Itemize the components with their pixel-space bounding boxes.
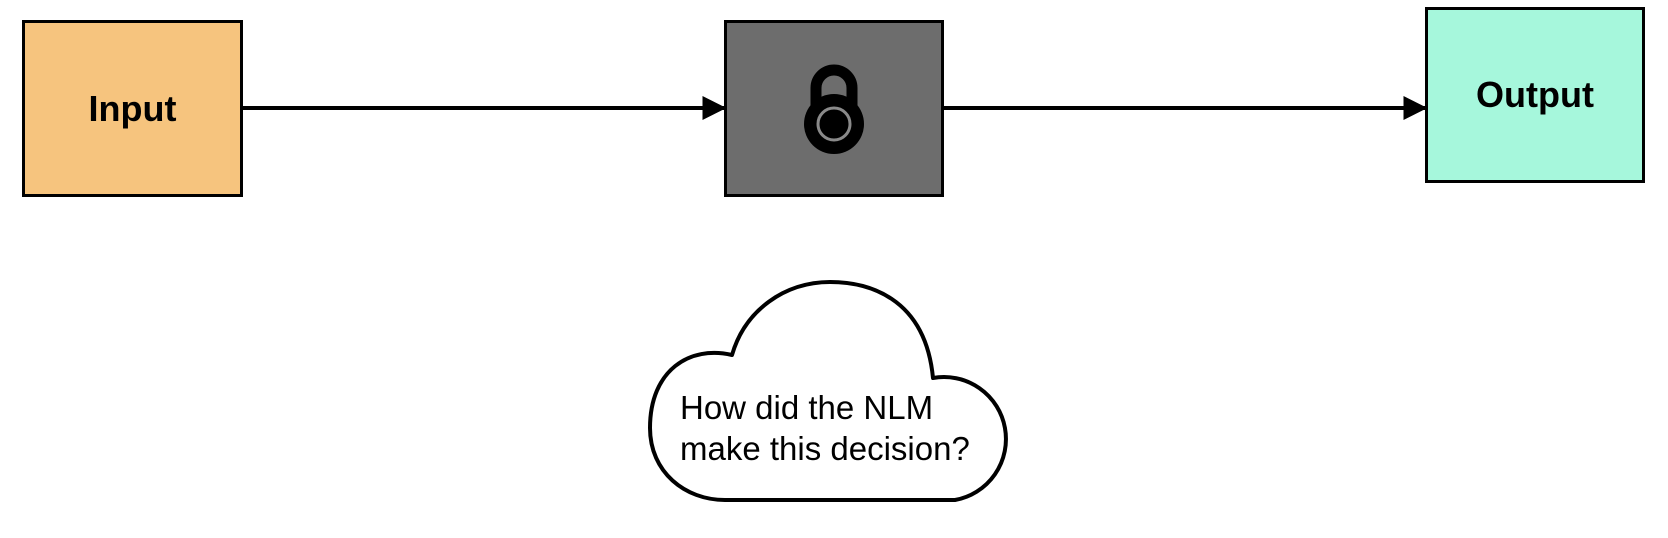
thought-cloud-text: How did the NLM make this decision? (680, 387, 1020, 469)
lock-shackle (810, 64, 858, 106)
thought-line-1: How did the NLM (680, 389, 934, 426)
input-node: Input (22, 20, 243, 197)
black-box-node (724, 20, 944, 197)
output-node: Output (1425, 7, 1645, 183)
lock-keyhole-ring (816, 106, 852, 141)
input-label: Input (88, 87, 177, 129)
lock-body (804, 93, 864, 154)
thought-cloud-shape (648, 280, 1008, 502)
output-label: Output (1476, 74, 1594, 115)
thought-line-2: make this decision? (680, 430, 970, 467)
lock-icon (804, 64, 864, 154)
